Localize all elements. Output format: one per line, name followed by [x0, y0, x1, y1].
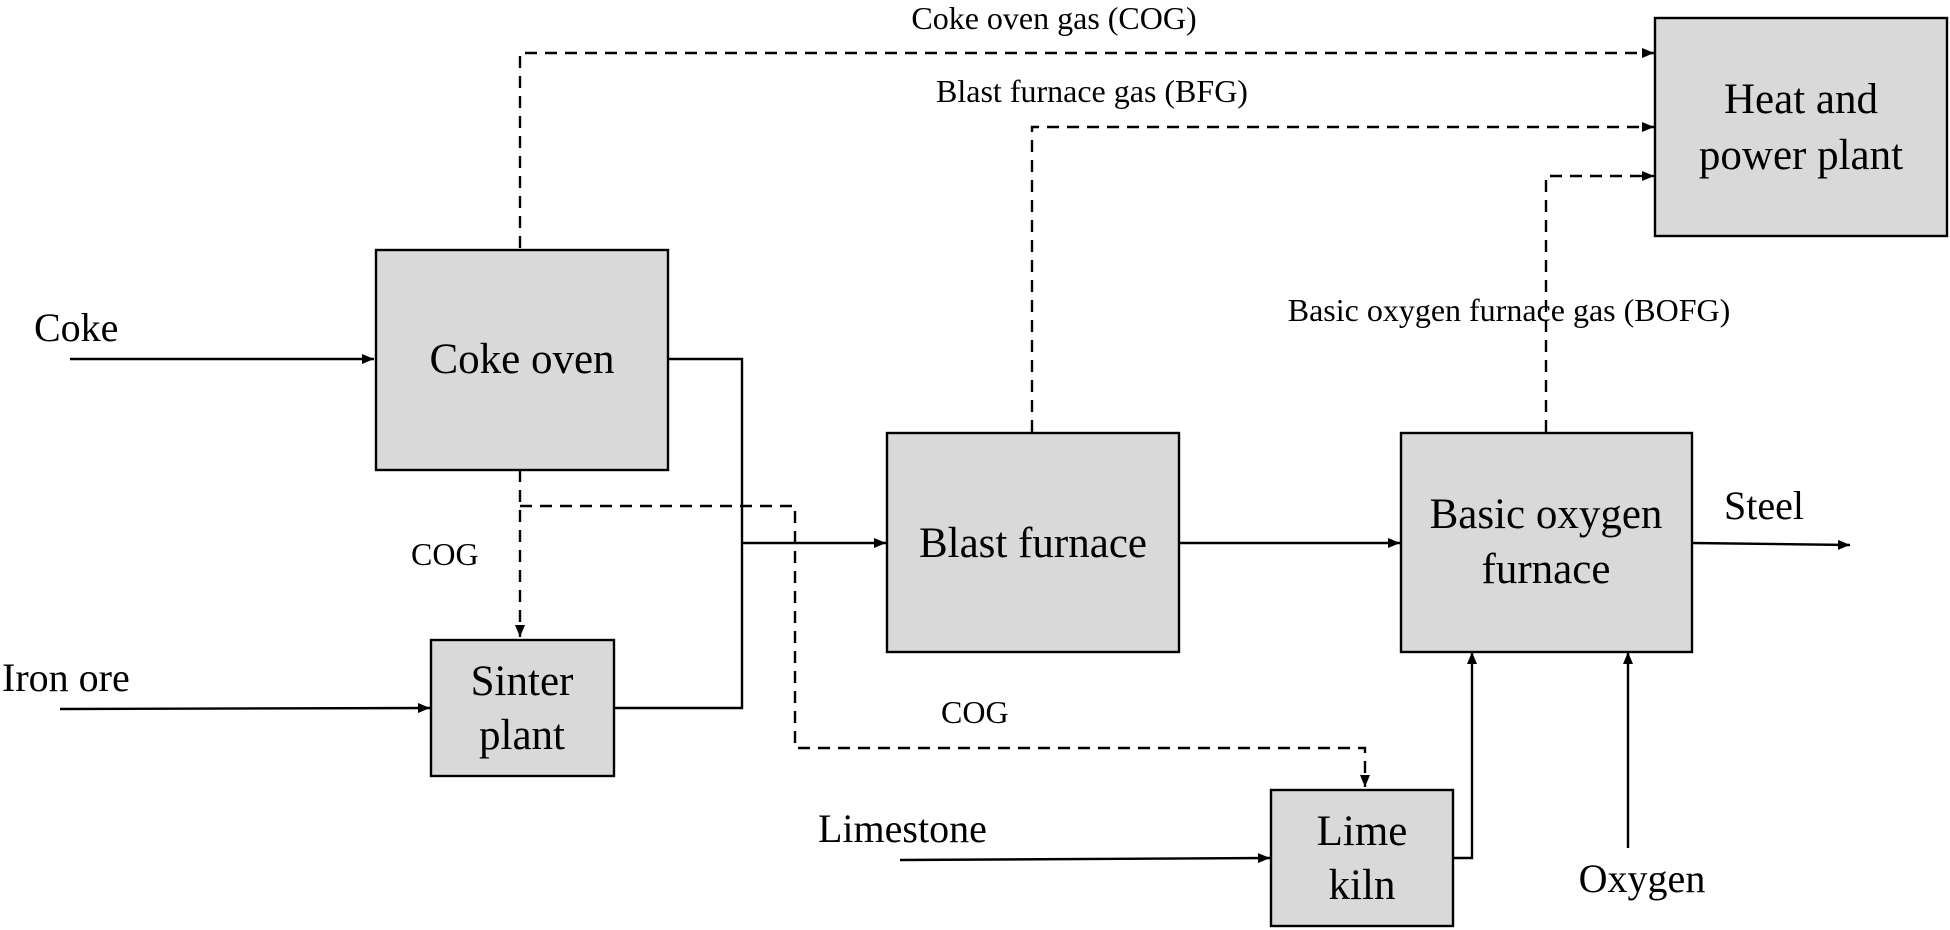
iron-ore-input-arrow — [59, 703, 431, 714]
heat-power-plant-label-line2: power plant — [1699, 132, 1903, 179]
limestone-input-arrow — [899, 853, 1271, 864]
basic-oxygen-furnace-label-line1: Basic oxygen — [1430, 491, 1663, 538]
bfg-to-power-plant-line — [1030, 122, 1654, 432]
bfg-label: Blast furnace gas (BFG) — [936, 73, 1248, 109]
oxygen-input-label: Oxygen — [1579, 856, 1706, 901]
coke-oven-box — [374, 248, 670, 472]
cog-to-power-plant-line — [518, 48, 1654, 248]
basic-oxygen-furnace-label-line2: furnace — [1482, 546, 1611, 593]
cog-to-sinter-label: COG — [411, 536, 479, 572]
basic-oxygen-furnace-box — [1399, 431, 1694, 654]
blast-furnace-box — [885, 431, 1181, 654]
blast-furnace-label: Blast furnace — [919, 520, 1147, 567]
sinter-to-merge-line — [614, 543, 744, 710]
heat-power-plant-box — [1653, 16, 1949, 238]
heat-power-plant-label-line1: Heat and — [1724, 76, 1878, 123]
iron-ore-input-label: Iron ore — [2, 655, 130, 700]
coke-oven-label: Coke oven — [429, 336, 614, 383]
steel-output-label: Steel — [1724, 483, 1804, 528]
bofg-to-power-plant-line — [1544, 171, 1654, 432]
sinter-plant-box — [429, 638, 616, 778]
cog-to-lime-kiln-line — [520, 504, 1370, 787]
steel-output-arrow — [1691, 539, 1851, 550]
lime-kiln-box — [1269, 788, 1455, 928]
lime-kiln-label-line1: Lime — [1317, 808, 1408, 855]
coke-oven-to-merge-line — [668, 357, 744, 543]
limestone-input-label: Limestone — [818, 806, 987, 851]
coke-input-label: Coke — [34, 305, 118, 350]
cog-to-kiln-label: COG — [941, 694, 1009, 730]
bofg-label: Basic oxygen furnace gas (BOFG) — [1288, 292, 1731, 328]
cog-top-label: Coke oven gas (COG) — [911, 0, 1196, 36]
sinter-plant-label-line1: Sinter — [471, 658, 574, 705]
lime-kiln-to-bof-arrow — [1454, 652, 1477, 860]
lime-kiln-label-line2: kiln — [1329, 862, 1396, 909]
sinter-plant-label-line2: plant — [479, 712, 565, 759]
